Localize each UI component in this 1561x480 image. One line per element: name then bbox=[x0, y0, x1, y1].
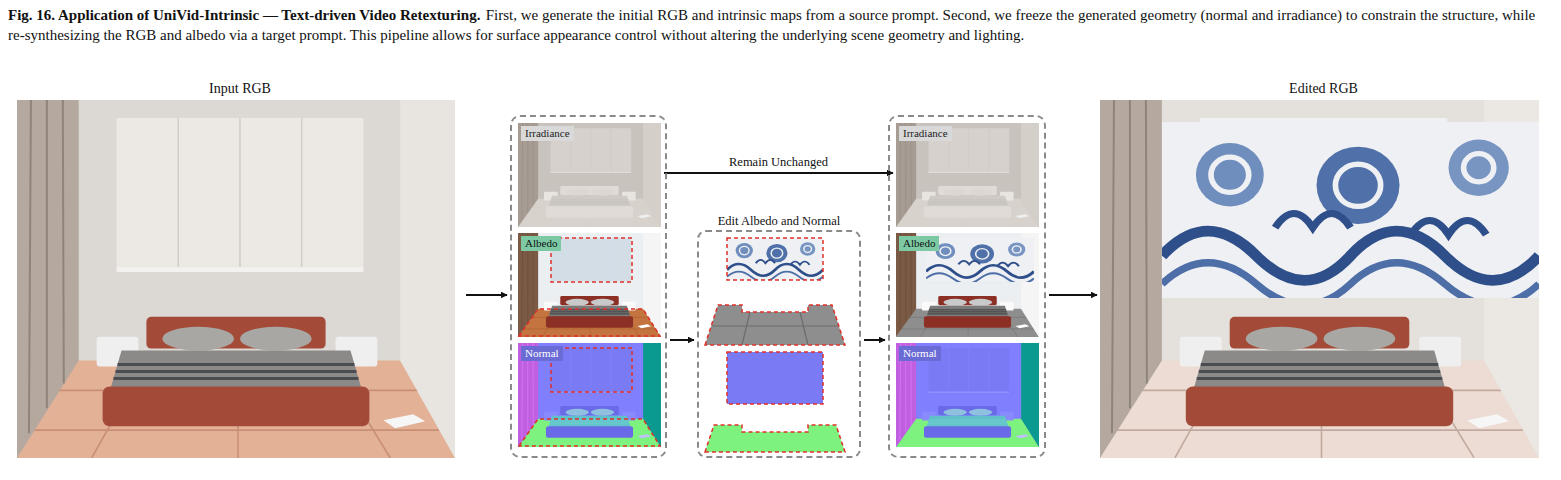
edit-frame bbox=[697, 230, 861, 458]
albedo-map bbox=[896, 233, 1039, 337]
group-box: IrradianceAlbedoNormal bbox=[888, 115, 1046, 458]
flow-arrow bbox=[864, 339, 885, 341]
line-shape bbox=[800, 312, 808, 345]
map-panel: Albedo bbox=[896, 233, 1039, 337]
group-box: IrradianceAlbedoNormal bbox=[510, 115, 667, 458]
edit-patch-outline bbox=[705, 238, 845, 452]
flow-arrow bbox=[664, 172, 893, 174]
polygon-shape bbox=[519, 309, 660, 336]
polygon-shape bbox=[705, 425, 845, 452]
panel-title: Edited RGB bbox=[1100, 78, 1547, 100]
normal-patch bbox=[727, 352, 823, 404]
map-panel: Irradiance bbox=[896, 123, 1039, 227]
edit-box: Edit Albedo and Normal bbox=[697, 212, 861, 458]
image-panel: Input RGB bbox=[17, 78, 463, 458]
map-tag: Albedo bbox=[899, 236, 939, 251]
rect-shape bbox=[727, 352, 823, 404]
flow-arrow bbox=[466, 294, 507, 296]
map-tag: Albedo bbox=[521, 236, 561, 251]
map-tag: Normal bbox=[899, 346, 941, 361]
arrow-label: Remain Unchanged bbox=[726, 154, 831, 170]
wall-art bbox=[1162, 122, 1539, 305]
figure-caption: Fig. 16. Application of UniVid-Intrinsic… bbox=[8, 5, 1553, 45]
texture-patch bbox=[727, 238, 823, 282]
flow-arrow bbox=[670, 339, 694, 341]
texture-patch bbox=[926, 238, 1034, 284]
albedo-map bbox=[518, 233, 661, 337]
map-panel: Normal bbox=[518, 343, 661, 447]
image-panel: Edited RGB bbox=[1100, 78, 1547, 458]
input-photo bbox=[17, 100, 455, 458]
rect-shape bbox=[551, 348, 632, 392]
map-panel: Normal bbox=[896, 343, 1039, 447]
edit-region-outline bbox=[519, 238, 660, 446]
normal-map bbox=[896, 343, 1039, 447]
irradiance-map bbox=[896, 123, 1039, 227]
map-panel: Irradiance bbox=[518, 123, 661, 227]
map-panel: Albedo bbox=[518, 233, 661, 337]
map-tag: Irradiance bbox=[899, 126, 952, 141]
line-shape bbox=[742, 312, 750, 345]
arrow-label-holder: Remain Unchanged bbox=[726, 152, 831, 170]
rect-shape bbox=[727, 238, 823, 280]
polygon-shape bbox=[705, 305, 845, 345]
rect-shape bbox=[551, 238, 632, 282]
panel-title: Input RGB bbox=[17, 78, 463, 100]
tile-lines bbox=[712, 312, 838, 345]
polygon-shape bbox=[519, 419, 660, 446]
map-tag: Normal bbox=[521, 346, 563, 361]
line-shape bbox=[712, 325, 838, 326]
figure-title: Fig. 16. Application of UniVid-Intrinsic… bbox=[8, 7, 480, 23]
box-heading: Edit Albedo and Normal bbox=[697, 212, 861, 230]
map-tag: Irradiance bbox=[521, 126, 574, 141]
edited-photo bbox=[1100, 100, 1539, 458]
floor-patch bbox=[705, 305, 845, 345]
flow-arrow bbox=[1049, 294, 1097, 296]
normal-floor-patch bbox=[705, 425, 845, 452]
irradiance-map bbox=[518, 123, 661, 227]
normal-map bbox=[518, 343, 661, 447]
